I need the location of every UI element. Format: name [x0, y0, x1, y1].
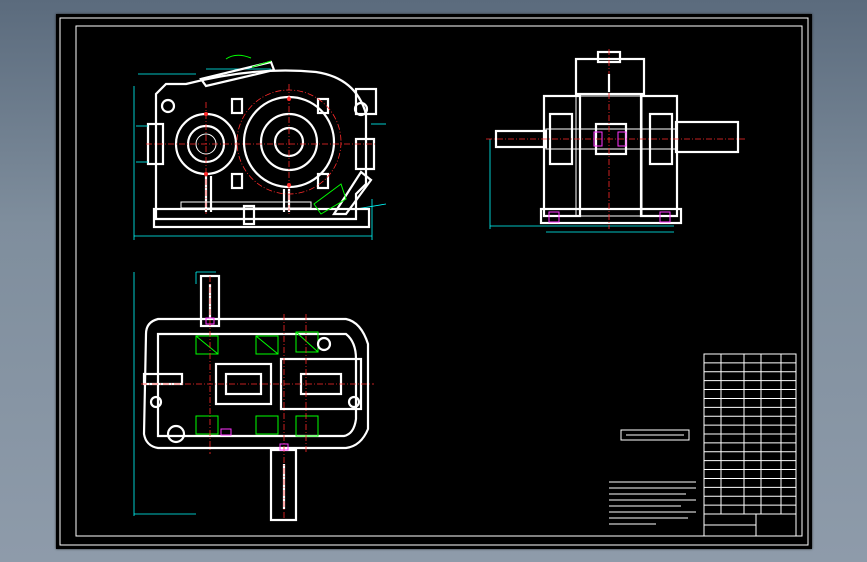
- front-view: [133, 54, 387, 240]
- note-b-lines: [609, 481, 696, 525]
- side-view: [486, 49, 746, 233]
- top-view: [133, 271, 374, 522]
- sheet-outer-border: [59, 17, 809, 546]
- title-block: [703, 353, 797, 537]
- sheet-inner-border: [75, 25, 803, 537]
- cad-drawing: [59, 17, 809, 546]
- cad-drawing-viewport[interactable]: [56, 14, 812, 549]
- note-a-box: [620, 429, 690, 441]
- technical-notes: [609, 429, 696, 525]
